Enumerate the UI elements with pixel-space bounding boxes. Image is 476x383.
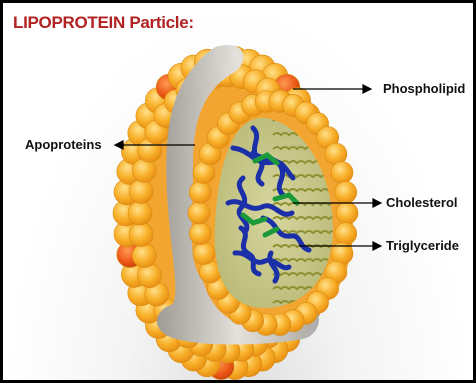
lipoprotein-illustration: [3, 3, 473, 380]
phospholipid-head: [188, 202, 210, 224]
phospholipid-head: [132, 244, 156, 268]
phospholipid-head: [336, 202, 358, 224]
phospholipid-head: [331, 162, 353, 184]
label-apoproteins: Apoproteins: [25, 137, 102, 152]
phospholipid-head: [335, 181, 357, 203]
phospholipid-head: [193, 243, 215, 265]
phospholipid-head: [189, 223, 211, 245]
label-phospholipid: Phospholipid: [383, 81, 465, 96]
label-cholesterol: Cholesterol: [386, 195, 458, 210]
label-triglyceride: Triglyceride: [386, 238, 459, 253]
phospholipid-head: [129, 179, 153, 203]
phospholipid-head: [128, 201, 152, 225]
phospholipid-head: [129, 223, 153, 247]
phospholipid-head: [335, 223, 357, 245]
phospholipid-head: [189, 181, 211, 203]
